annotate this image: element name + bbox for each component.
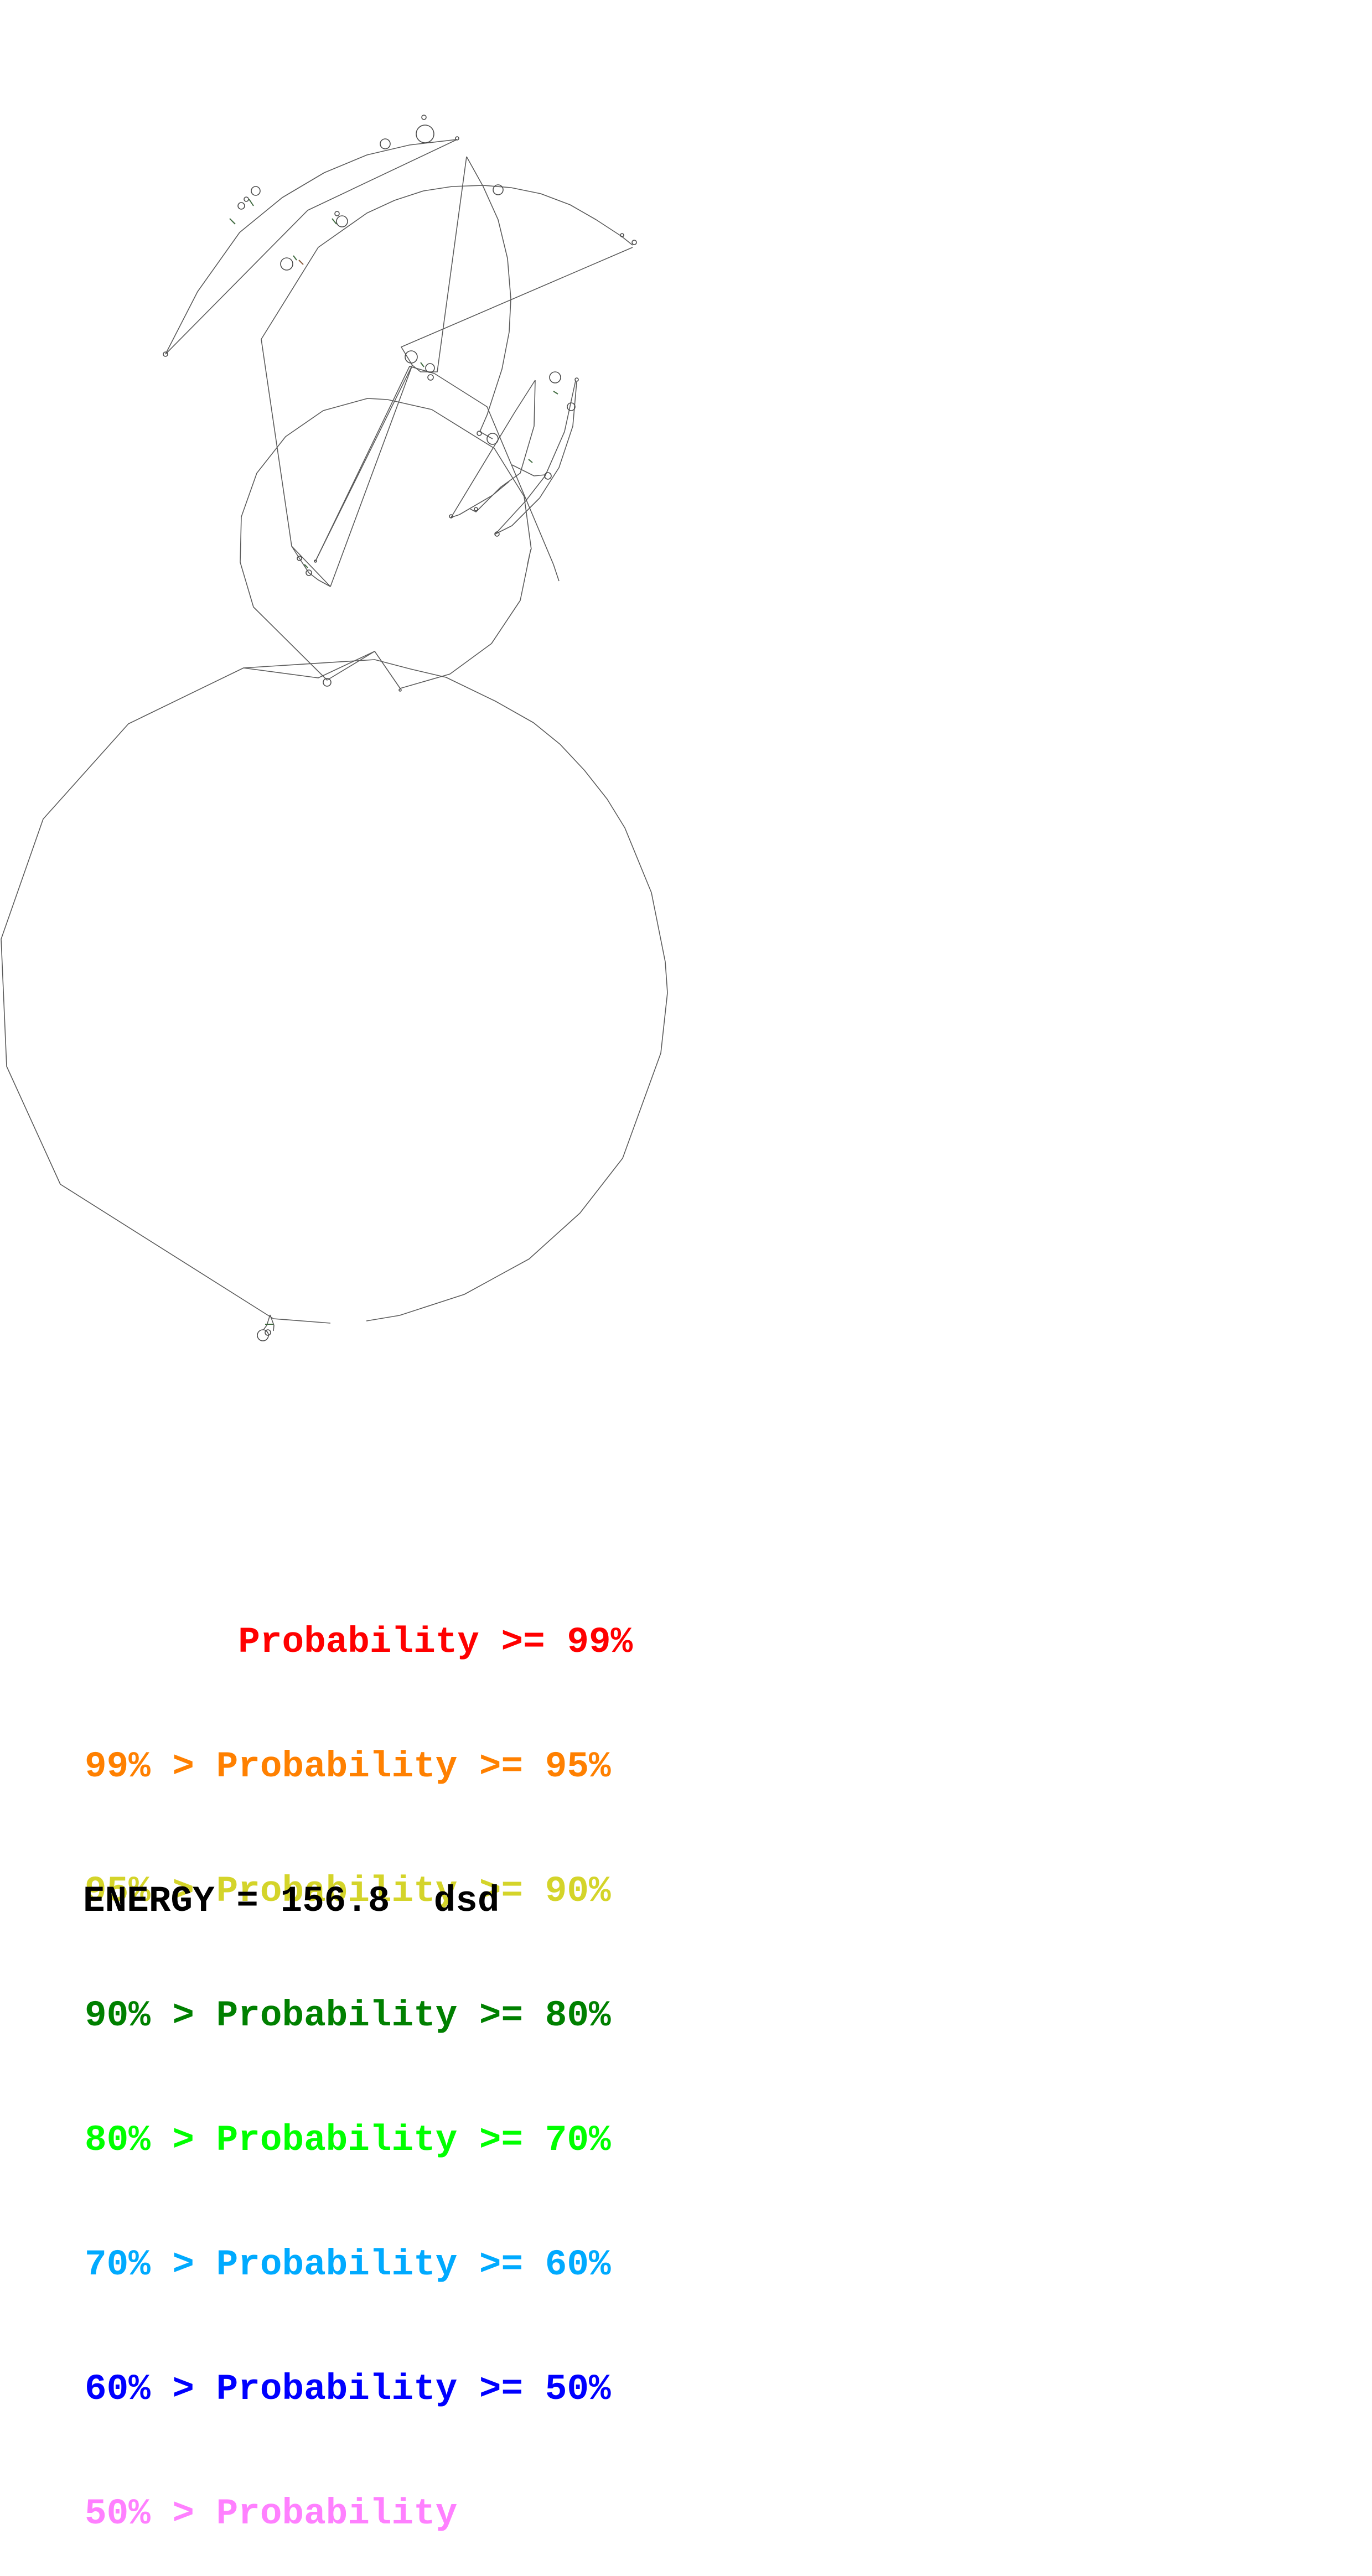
hairpin-loop [474, 507, 478, 511]
base-pair-ticks [229, 199, 558, 568]
internal-loop [567, 402, 576, 411]
legend-row-p50: 60% > Probability >= 50% [85, 2368, 611, 2410]
backbone-middle-ring-right [387, 399, 532, 550]
backbone-junction-top [243, 549, 531, 689]
internal-loop [544, 472, 552, 480]
backbone-large-loop [1, 659, 668, 1324]
hairpin-loop [398, 688, 402, 692]
internal-loop [405, 350, 418, 364]
backbone-cross-2 [434, 373, 560, 582]
backbone-outer-top-arc [165, 139, 458, 355]
hairpin-loop [306, 569, 312, 576]
hairpin-loop [237, 202, 245, 210]
hairpin-loop [493, 184, 504, 195]
hairpin-loop [455, 136, 459, 141]
legend-row-p95: 99% > Probability >= 95% [85, 1746, 611, 1787]
probability-legend: Probability >= 99% 99% > Probability >= … [85, 1538, 633, 2576]
legend-row-p90: 95% > Probability >= 90% [85, 1870, 611, 1912]
hairpin-loop [334, 211, 340, 216]
backbone-left-descend [261, 339, 331, 587]
backbone-apex-left [330, 156, 467, 587]
hairpin-loop [380, 138, 391, 149]
backbone-cross-1 [315, 366, 435, 562]
hairpin-loop [427, 374, 434, 381]
hairpin-loop [449, 514, 453, 519]
internal-loop [549, 371, 561, 383]
hairpin-loop [631, 240, 637, 245]
backbone-junction-left [240, 398, 388, 681]
backbone-branch-4 [511, 464, 546, 476]
hairpin-loop [297, 556, 302, 561]
legend-row-below50: 50% > Probability [85, 2493, 458, 2534]
backbone-outer-diagonal [165, 139, 458, 355]
internal-loop [280, 257, 293, 271]
backbone-diagonal-right [315, 247, 633, 562]
hairpin-loop [323, 678, 332, 687]
hairpin-loop [244, 196, 249, 202]
backbone-bottom-stem [263, 1314, 271, 1330]
internal-loop [336, 215, 348, 227]
hairpin-loop [314, 559, 317, 563]
internal-loop [425, 363, 435, 373]
loop-markers [163, 115, 637, 1341]
backbone-apex-right-curve [466, 156, 511, 439]
hairpin-loop [574, 377, 579, 382]
hairpin-loop [163, 351, 168, 357]
internal-loop [486, 433, 499, 445]
backbone-stem-segment [291, 546, 331, 587]
backbone-upper-arc [261, 185, 633, 340]
backbone-branch-2 [470, 380, 536, 512]
legend-row-p70: 80% > Probability >= 70% [85, 2119, 611, 2161]
hairpin-loop [620, 233, 624, 237]
hairpin-loop [494, 531, 500, 537]
hairpin-loop [416, 125, 434, 143]
legend-row-p99: Probability >= 99% [85, 1621, 633, 1663]
backbone-bottom-stem [270, 1314, 275, 1331]
backbone-branch-1 [451, 380, 536, 518]
hairpin-loop [421, 115, 427, 120]
rna-structure-diagram [1, 115, 668, 1341]
backbone-branch-3 [495, 380, 577, 535]
energy-label: ENERGY = 156.8 dsd [83, 1880, 500, 1922]
legend-row-p60: 70% > Probability >= 60% [85, 2244, 611, 2285]
hairpin-loop [251, 186, 261, 196]
hairpin-loop [265, 1329, 271, 1336]
legend-row-p80: 90% > Probability >= 80% [85, 1995, 611, 2036]
hairpin-loop [477, 431, 482, 436]
